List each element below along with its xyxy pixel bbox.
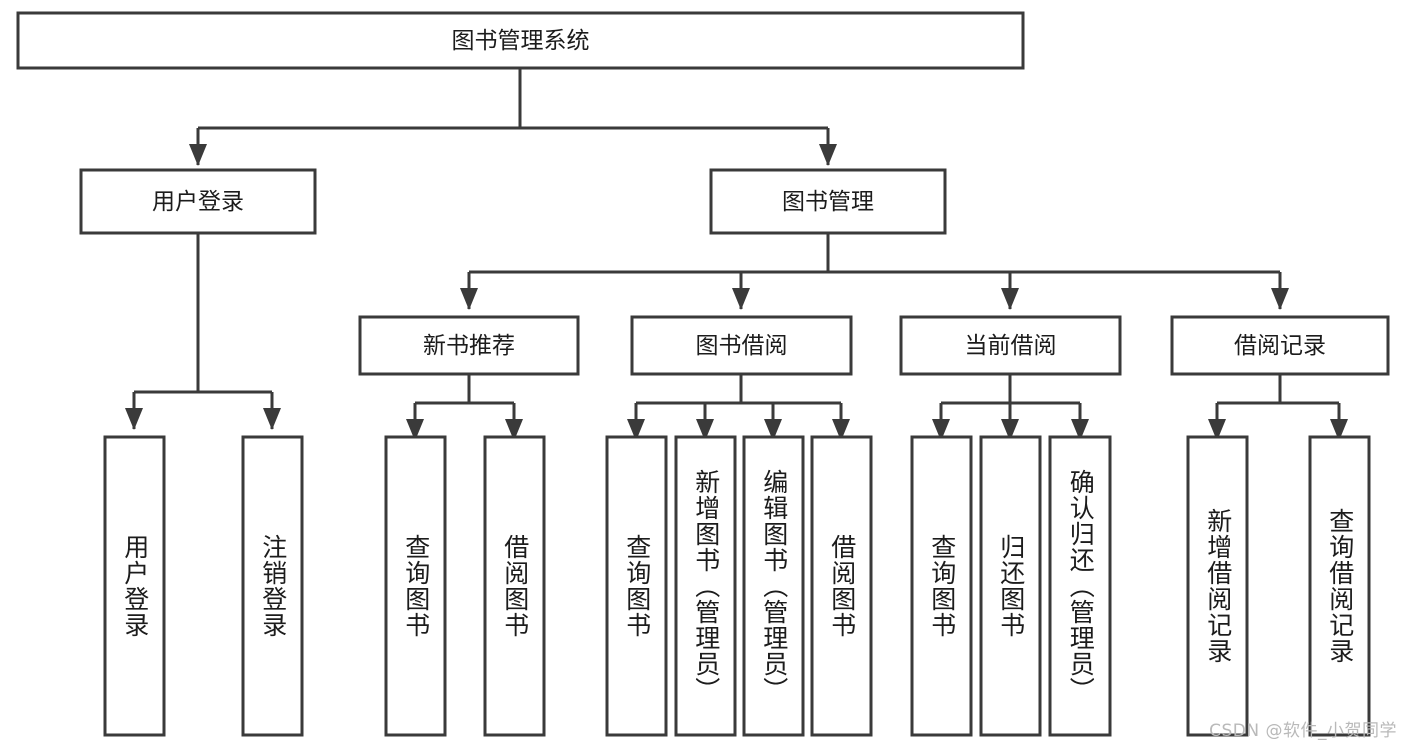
node-leaf-7[interactable] — [810, 435, 873, 737]
node-leaf-1[interactable] — [241, 435, 304, 737]
node-leaf-2[interactable] — [384, 435, 447, 737]
node-root[interactable] — [16, 11, 1025, 70]
node-leaf-3[interactable] — [483, 435, 546, 737]
borrow-to-leaves-arrow-1 — [696, 419, 714, 441]
nodes-layer — [16, 11, 1390, 737]
userlogin-to-leaves-arrow-1 — [263, 408, 281, 430]
node-level3-label-2: 当前借阅 — [965, 333, 1057, 359]
node-leaf-4[interactable] — [605, 435, 668, 737]
record-to-leaves-arrow-0 — [1208, 419, 1226, 441]
node-level3-2[interactable] — [899, 315, 1122, 376]
node-leaf-5[interactable] — [674, 435, 737, 737]
record-to-leaves-arrow-1 — [1330, 419, 1348, 441]
node-level3-label-1: 图书借阅 — [696, 333, 788, 359]
node-leaf-0[interactable] — [103, 435, 166, 737]
node-level2-label-0: 用户登录 — [152, 189, 244, 215]
connectors-layer — [125, 68, 1348, 441]
node-level3-label-3: 借阅记录 — [1234, 333, 1326, 359]
root-to-level2-arrow-1 — [819, 144, 837, 166]
node-leaf-6[interactable] — [742, 435, 805, 737]
node-leaf-9[interactable] — [979, 435, 1042, 737]
bookmgmt-to-level3-arrow-3 — [1271, 288, 1289, 310]
node-leaf-8[interactable] — [910, 435, 973, 737]
newbook-to-leaves-arrow-1 — [505, 419, 523, 441]
node-root-label: 图书管理系统 — [452, 28, 590, 54]
bookmgmt-to-level3-arrow-1 — [732, 288, 750, 310]
node-leaf-12[interactable] — [1308, 435, 1371, 737]
root-to-level2-arrow-0 — [189, 144, 207, 166]
node-leaf-11[interactable] — [1186, 435, 1249, 737]
node-level2-0[interactable] — [79, 168, 317, 235]
borrow-to-leaves-arrow-3 — [832, 419, 850, 441]
current-to-leaves-arrow-0 — [932, 419, 950, 441]
userlogin-to-leaves-arrow-0 — [125, 408, 143, 430]
node-level3-3[interactable] — [1170, 315, 1390, 376]
node-leaf-10[interactable] — [1048, 435, 1112, 737]
borrow-to-leaves-arrow-0 — [627, 419, 645, 441]
bookmgmt-to-level3-arrow-2 — [1001, 288, 1019, 310]
current-to-leaves-arrow-2 — [1071, 419, 1089, 441]
node-level2-label-1: 图书管理 — [782, 189, 874, 215]
node-level2-1[interactable] — [709, 168, 947, 235]
newbook-to-leaves-arrow-0 — [406, 419, 424, 441]
node-level3-label-0: 新书推荐 — [423, 333, 515, 359]
bookmgmt-to-level3-arrow-0 — [460, 288, 478, 310]
node-level3-0[interactable] — [358, 315, 580, 376]
current-to-leaves-arrow-1 — [1001, 419, 1019, 441]
borrow-to-leaves-arrow-2 — [764, 419, 782, 441]
node-level3-1[interactable] — [630, 315, 853, 376]
